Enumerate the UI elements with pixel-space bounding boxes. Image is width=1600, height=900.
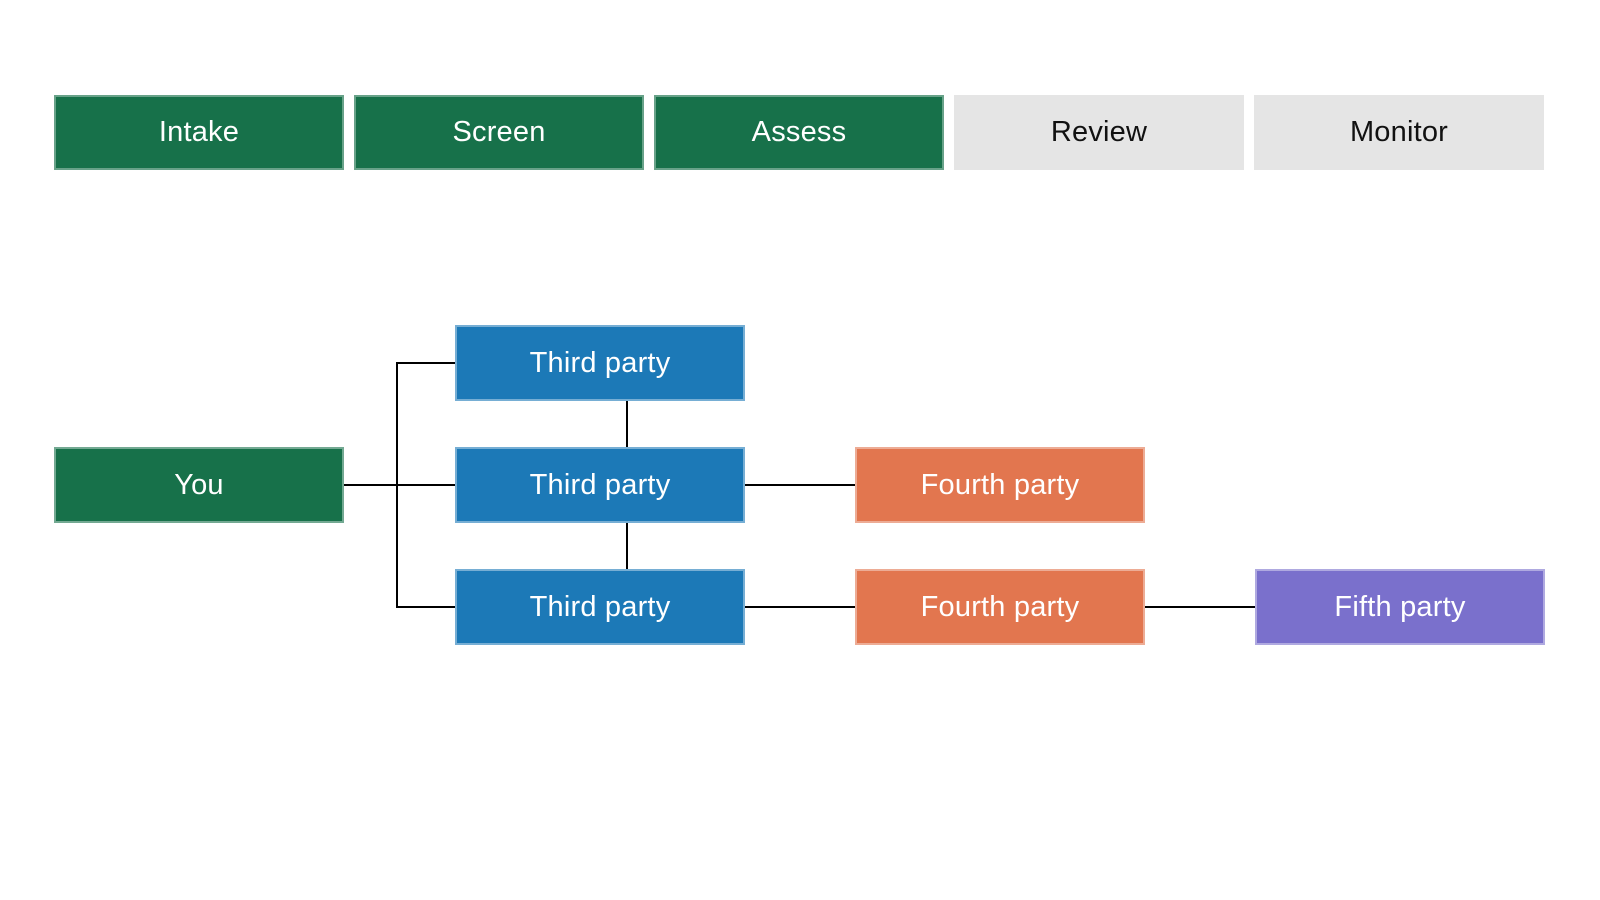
connector-third-party-1-to-2 <box>626 401 628 447</box>
stage-screen: Screen <box>354 95 644 170</box>
connector-you-to-third-party-2 <box>344 484 455 486</box>
connector-third-party-3-to-fourth-party-2 <box>745 606 855 608</box>
connector-third-party-2-to-3 <box>626 523 628 569</box>
node-fourth-party-2: Fourth party <box>855 569 1145 645</box>
node-fourth-party-1: Fourth party <box>855 447 1145 523</box>
connector-third-party-2-to-fourth-party-1 <box>745 484 855 486</box>
stage-intake: Intake <box>54 95 344 170</box>
connector-trunk-to-third-party-1 <box>396 362 455 364</box>
node-you: You <box>54 447 344 523</box>
connector-fourth-party-2-to-fifth-party <box>1145 606 1255 608</box>
node-third-party-2: Third party <box>455 447 745 523</box>
stage-review: Review <box>954 95 1244 170</box>
node-third-party-1: Third party <box>455 325 745 401</box>
node-third-party-3: Third party <box>455 569 745 645</box>
stage-monitor: Monitor <box>1254 95 1544 170</box>
connector-trunk-to-third-party-3 <box>396 606 455 608</box>
node-fifth-party: Fifth party <box>1255 569 1545 645</box>
stage-assess: Assess <box>654 95 944 170</box>
